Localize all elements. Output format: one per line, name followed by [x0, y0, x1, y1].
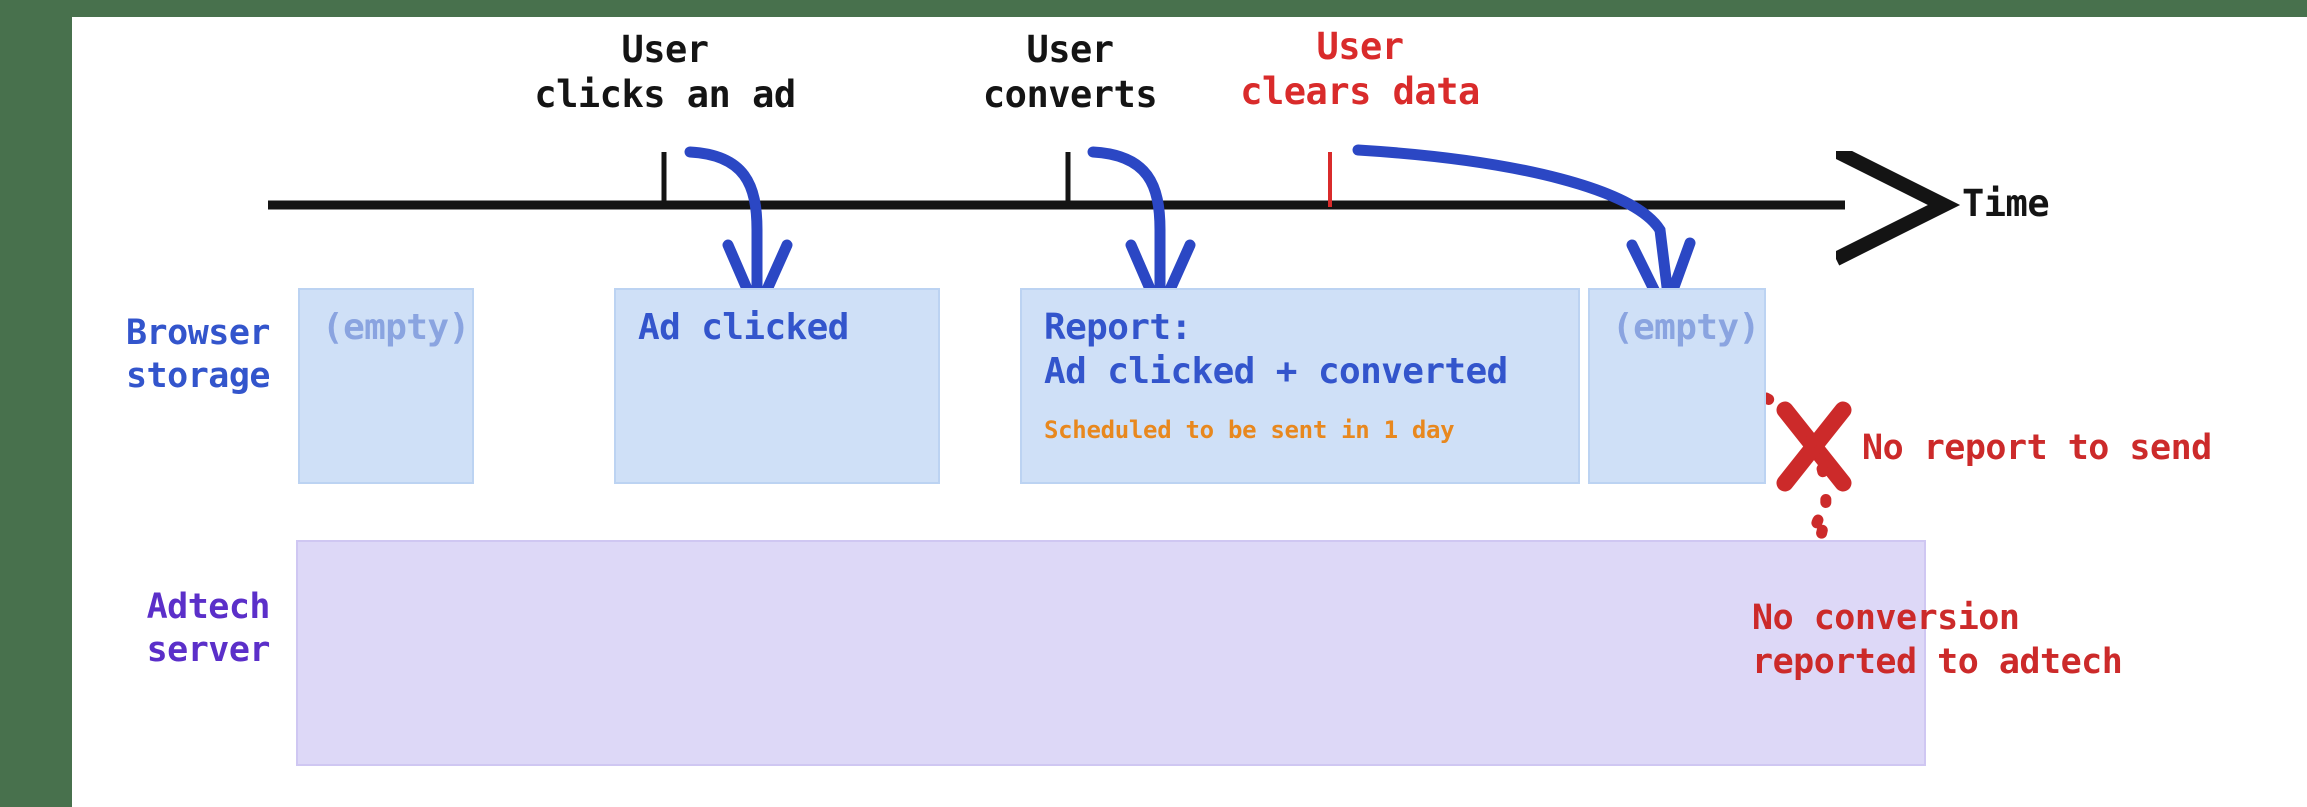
event-label-user-clears-data: User clears data [1240, 25, 1480, 114]
row-label-browser-storage: Browser storage [125, 313, 271, 396]
row-label-adtech-server: Adtech server [146, 587, 271, 670]
storage-box-initial-empty: (empty) [298, 288, 474, 484]
event-label-user-clicks-an-ad: User clicks an ad [534, 28, 796, 117]
event-label-user-converts: User converts [982, 28, 1158, 117]
storage-box-report-schedule-note: Scheduled to be sent in 1 day [1044, 416, 1455, 444]
storage-box-cleared-text: (empty) [1612, 307, 1760, 348]
annotation-no-report-to-send: No report to send [1862, 428, 2212, 468]
storage-box-ad-clicked-text: Ad clicked [638, 307, 849, 348]
storage-box-report: Report: Ad clicked + converted Scheduled… [1020, 288, 1580, 484]
storage-box-cleared-empty: (empty) [1588, 288, 1766, 484]
storage-box-ad-clicked: Ad clicked [614, 288, 940, 484]
adtech-server-box [296, 540, 1926, 766]
top-decorative-band [0, 0, 2307, 17]
time-axis-label: Time [1962, 182, 2050, 225]
red-x-icon [1776, 401, 1852, 492]
left-decorative-band [0, 0, 72, 807]
storage-box-initial-text: (empty) [322, 307, 470, 348]
storage-box-report-text: Report: Ad clicked + converted [1044, 307, 1508, 392]
annotation-no-conversion-reported: No conversion reported to adtech [1752, 598, 2123, 682]
